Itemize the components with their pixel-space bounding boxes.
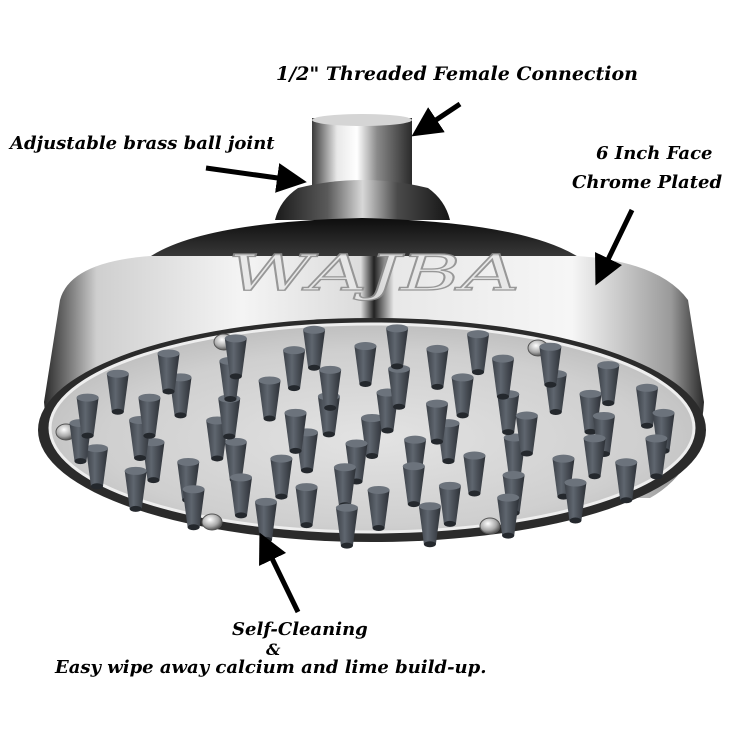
nozzle-icon <box>124 466 147 512</box>
nozzle-icon <box>564 478 587 524</box>
ball-joint-dome <box>275 180 450 220</box>
nozzle-icon <box>515 411 538 457</box>
connection-top <box>312 114 412 126</box>
callout-wipe-away: Easy wipe away calcium and lime build-up… <box>55 657 487 678</box>
nozzle-icon <box>106 369 129 415</box>
nozzle-icon <box>597 361 620 407</box>
nozzle-icon <box>76 393 99 439</box>
shower-body-top <box>148 218 580 258</box>
arrow-icon <box>205 163 307 193</box>
arrow-icon <box>595 208 635 286</box>
nozzle-icon <box>426 344 449 390</box>
nozzle-icon <box>303 325 326 371</box>
nozzle-icon <box>367 485 390 531</box>
callout-connection: 1/2" Threaded Female Connection <box>276 63 638 85</box>
screw-icon <box>201 513 223 531</box>
nozzle-icon <box>451 373 474 419</box>
callout-finish: Chrome Plated <box>572 172 723 193</box>
nozzle-icon <box>463 451 486 497</box>
arrow-icon <box>411 101 462 137</box>
nozzle-icon <box>418 502 441 548</box>
nozzle-icon <box>426 399 449 445</box>
nozzle-icon <box>85 444 108 490</box>
nozzle-icon <box>636 383 659 429</box>
nozzle-icon <box>270 454 293 500</box>
nozzle-icon <box>284 408 307 454</box>
nozzle-icon <box>467 330 490 376</box>
nozzle-icon <box>182 485 205 531</box>
nozzle-icon <box>157 349 180 395</box>
nozzle-icon <box>295 483 318 529</box>
nozzle-icon <box>258 376 281 422</box>
nozzle-icon <box>138 393 161 439</box>
nozzle-icon <box>402 462 425 508</box>
nozzle-icon <box>539 342 562 388</box>
nozzle-icon <box>224 334 247 380</box>
nozzle-icon <box>645 434 668 480</box>
arrow-icon <box>259 532 301 614</box>
brand-logo: WAJBA <box>228 244 520 302</box>
nozzle-icon <box>224 437 247 483</box>
nozzle-icon <box>583 434 606 480</box>
nozzle-icon <box>438 481 461 527</box>
screw-icon <box>479 517 501 535</box>
callout-self-cleaning: Self-Cleaning <box>232 619 368 640</box>
callout-ball-joint: Adjustable brass ball joint <box>10 133 275 154</box>
nozzle-icon <box>335 503 358 549</box>
face-plate-ring <box>48 322 696 534</box>
nozzle-icon <box>319 365 342 411</box>
nozzle-icon <box>386 324 409 370</box>
callout-ampersand: & <box>266 640 281 659</box>
nozzle-icon <box>497 493 520 539</box>
nozzle-icon <box>615 458 638 504</box>
nozzle-icon <box>491 354 514 400</box>
callout-face-size: 6 Inch Face <box>596 143 713 164</box>
nozzle-icon <box>354 342 377 388</box>
nozzle-icon <box>230 473 253 519</box>
nozzle-icon <box>283 346 306 392</box>
